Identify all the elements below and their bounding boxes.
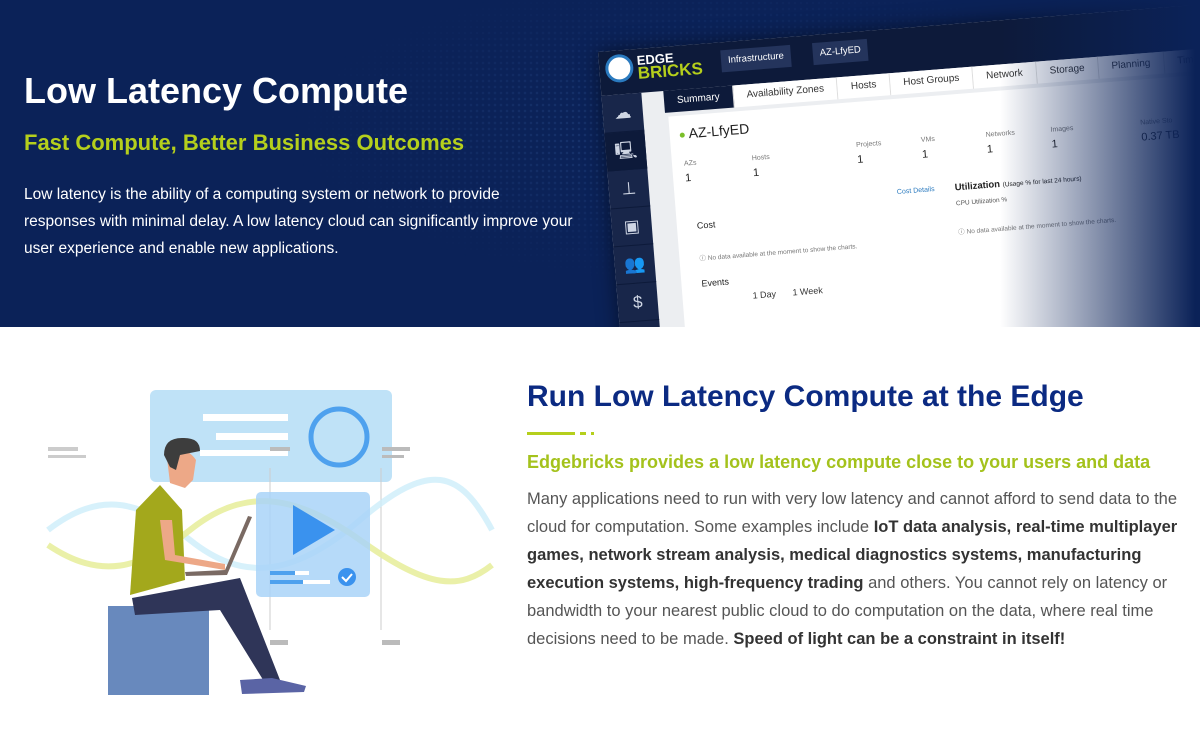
tab-time[interactable]: Tim	[1163, 48, 1200, 74]
hero-banner: Low Latency Compute Fast Compute, Better…	[0, 0, 1200, 327]
boxes-icon[interactable]: ▣	[610, 206, 654, 248]
utilization-title: Utilization (Usage % for last 24 hours)	[954, 175, 1082, 194]
events-range-day[interactable]: 1 Day	[752, 288, 777, 301]
tab-summary[interactable]: Summary	[663, 85, 735, 113]
cost-title: Cost	[696, 219, 716, 231]
title-underline-dash	[580, 432, 586, 435]
dollar-icon[interactable]: $	[616, 282, 660, 324]
breadcrumb-infrastructure[interactable]: Infrastructure	[720, 44, 792, 73]
hero-title: Low Latency Compute	[24, 70, 409, 111]
person-laptop-illustration	[46, 390, 495, 695]
hierarchy-icon[interactable]: ⊥	[607, 168, 651, 210]
tab-network[interactable]: Network	[972, 61, 1038, 89]
cpu-utilization-label: CPU Utilization %	[955, 196, 1008, 208]
logo-icon	[604, 53, 635, 84]
section-subtitle: Edgebricks provides a low latency comput…	[527, 452, 1151, 472]
hero-description: Low latency is the ability of a computin…	[24, 186, 573, 257]
cost-no-data: ⓘ No data available at the moment to sho…	[699, 243, 858, 263]
section-title: Run Low Latency Compute at the Edge	[527, 380, 1084, 413]
events-title: Events	[701, 276, 730, 289]
cost-details-link[interactable]: Cost Details	[896, 186, 935, 196]
utilization-no-data: ⓘ No data available at the moment to sho…	[958, 216, 1117, 237]
tab-storage[interactable]: Storage	[1035, 56, 1100, 84]
users-icon[interactable]: 👥	[613, 244, 657, 286]
hero-subtitle: Fast Compute, Better Business Outcomes	[24, 130, 465, 155]
title-underline-dot	[591, 432, 594, 435]
cloud-upload-icon[interactable]: ☁	[601, 92, 645, 134]
az-name: AZ-LfyED	[679, 120, 750, 141]
logo-line2: BRICKS	[637, 58, 704, 83]
tab-hosts[interactable]: Hosts	[837, 73, 892, 100]
breadcrumb-az[interactable]: AZ-LfyED	[811, 38, 869, 66]
servers-icon[interactable]: 🖳	[604, 130, 648, 172]
events-range-week[interactable]: 1 Week	[792, 285, 824, 298]
section-body: Many applications need to run with very …	[527, 490, 1178, 648]
tab-planning[interactable]: Planning	[1097, 51, 1166, 79]
title-underline	[527, 432, 575, 435]
